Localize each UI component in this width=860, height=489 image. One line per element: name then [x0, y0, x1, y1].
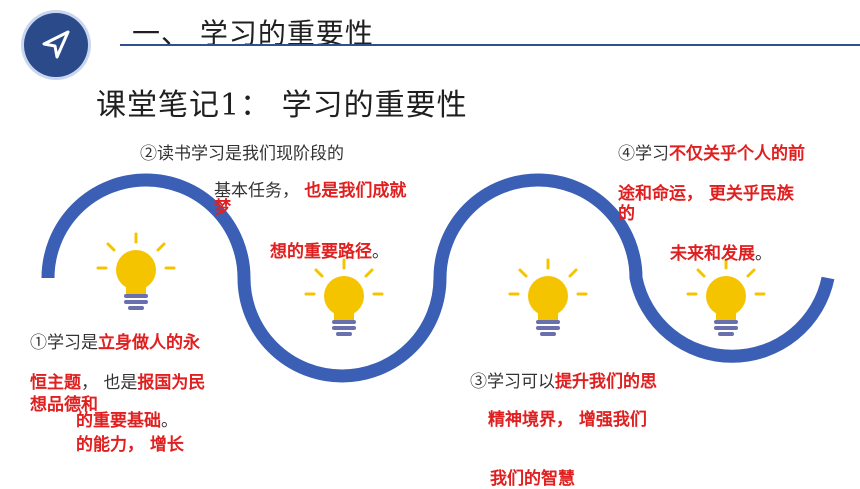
lightbulb-icon	[96, 232, 176, 310]
note1-line2-sep: ， 也是	[81, 373, 138, 393]
note3-line1: ③学习可以提升我们的思	[470, 372, 657, 392]
note1-line4-tail: 。	[161, 411, 178, 431]
note2-line3: 梦	[214, 198, 231, 218]
lightbulb-icon	[686, 258, 766, 336]
note1-line4-red: 的重要基础	[76, 411, 161, 431]
note2-line2-red: 也是我们成就	[304, 181, 407, 201]
note3-line2: 精神境界， 增强我们	[488, 410, 647, 430]
note4-line4: 未来和发展。	[670, 244, 772, 264]
nav-button[interactable]	[24, 13, 88, 77]
note2-line4-red: 想的重要路径	[270, 242, 372, 262]
note2-line2-prefix: 基本任务，	[214, 181, 299, 201]
note4-line1: ④学习不仅关乎个人的前	[618, 144, 805, 164]
note4-line1-prefix: ④学习	[618, 144, 669, 164]
note1-line3: 想品德和	[30, 395, 98, 415]
note-title: 课堂笔记1： 学习的重要性	[96, 88, 468, 123]
note1-line2-red-b: 报国为民	[137, 373, 206, 393]
note1-line2-red-a: 恒主题	[30, 373, 81, 393]
lightbulb-icon	[508, 258, 588, 336]
note3-line1-prefix: ③学习可以	[470, 372, 555, 392]
lightbulb-icon	[304, 258, 384, 336]
note1-line1: ①学习是立身做人的永	[30, 333, 200, 353]
note4-line2: 途和命运， 更关乎民族	[618, 184, 794, 204]
note3-line3: 我们的智慧	[490, 469, 575, 489]
note1-line1-red: 立身做人的永	[98, 333, 200, 353]
note1-line2: 恒主题， 也是报国为民	[30, 373, 205, 393]
note1-line5: 的能力， 增长	[76, 435, 184, 455]
note2-line4-tail: 。	[372, 242, 389, 262]
paper-plane-icon	[42, 30, 70, 59]
note1-line4: 的重要基础。	[76, 411, 178, 431]
note4-line3: 的	[618, 204, 635, 224]
note4-line1-red: 不仅关乎个人的前	[669, 144, 805, 164]
note1-line1-prefix: ①学习是	[30, 333, 98, 353]
note4-line4-tail: 。	[755, 244, 772, 264]
note2-line1: ②读书学习是我们现阶段的	[140, 144, 344, 164]
note2-line2: 基本任务， 也是我们成就	[214, 181, 406, 201]
note4-line4-red: 未来和发展	[670, 244, 755, 264]
title-divider	[120, 44, 860, 46]
note2-line4: 想的重要路径。	[270, 242, 389, 262]
note3-line1-red: 提升我们的思	[555, 372, 657, 392]
